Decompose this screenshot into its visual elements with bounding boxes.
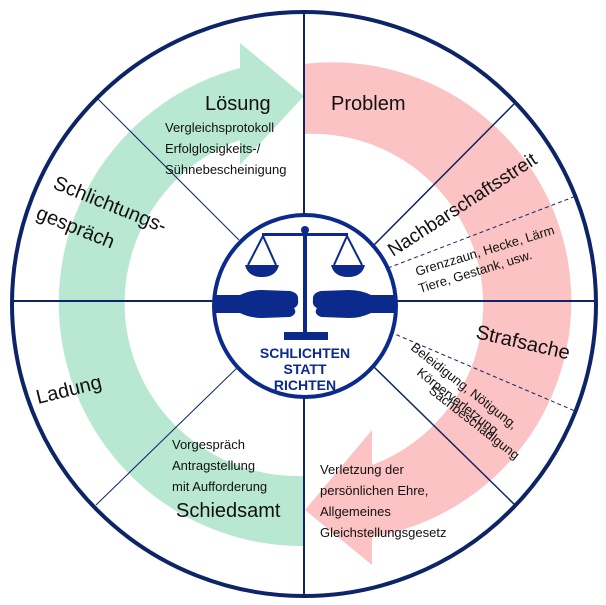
loesung-line-1: Vergleichsprotokoll [165, 120, 274, 135]
verletzung-line-3: Allgemeines [320, 504, 391, 519]
outer-ring [10, 10, 598, 598]
schiedsamt-line-3: mit Aufforderung [172, 479, 267, 494]
verletzung-line-1: Verletzung der [320, 462, 405, 477]
loesung-line-2: Erfolglosigkeits-/ [165, 141, 261, 156]
segment-loesung: Lösung Vergleichsprotokoll Erfolglosigke… [165, 93, 286, 177]
schiedsamt-title: Schiedsamt [176, 500, 281, 522]
loesung-line-3: Sühnebescheinigung [165, 162, 286, 177]
dashed-divider-strafsache [389, 331, 576, 412]
scales-of-justice-icon [245, 226, 365, 340]
verletzung-line-2: persönlichen Ehre, [320, 483, 428, 498]
verletzung-line-4: Gleichstellungsgesetz [320, 525, 446, 540]
dashed-divider-nachbarschaft [387, 195, 577, 269]
loesung-title: Lösung [205, 93, 271, 115]
left-hand-icon [215, 290, 299, 318]
schiedsamt-line-1: Vorgespräch [172, 437, 245, 452]
problem-title: Problem [331, 93, 405, 115]
divider-lower-left [95, 365, 240, 506]
segment-schiedsamt: Vorgespräch Antragstellung mit Aufforder… [172, 437, 281, 522]
divider-lower-right [372, 365, 516, 506]
logo-badge: SCHLICHTEN STATT RICHTEN [212, 213, 398, 399]
logo-text-line-3: RICHTEN [274, 377, 336, 393]
handshake-hands-icon [215, 290, 396, 318]
logo-text-line-2: STATT [283, 361, 326, 377]
logo-text-line-1: SCHLICHTEN [260, 345, 350, 361]
segment-verletzung: Verletzung der persönlichen Ehre, Allgem… [320, 462, 446, 540]
divider-upper-left [95, 96, 240, 241]
red-arrow-band [304, 62, 572, 565]
green-cycle-arrow [58, 43, 305, 547]
schiedsamt-line-2: Antragstellung [172, 458, 255, 473]
red-cycle-arrow [304, 62, 572, 565]
green-arrow-band [58, 43, 305, 547]
divider-upper-right [372, 103, 515, 247]
right-hand-icon [312, 290, 396, 318]
